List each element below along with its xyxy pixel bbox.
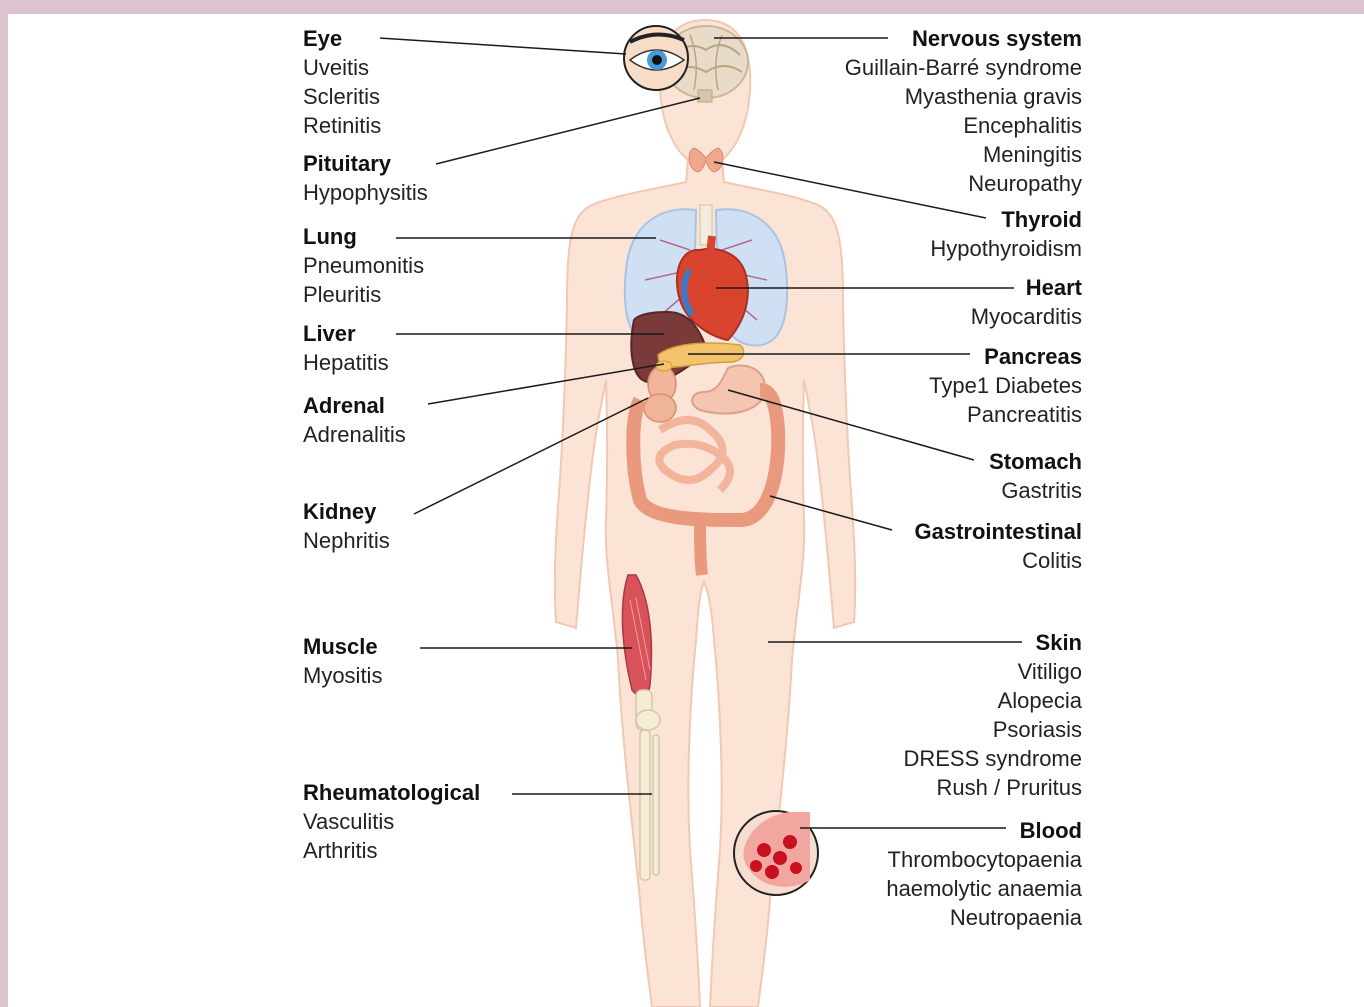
skin-title: Skin (903, 628, 1082, 657)
blood-cells-icon (734, 811, 818, 895)
label-group-nervous-system: Nervous system Guillain-Barré syndrome M… (845, 24, 1082, 198)
stomach-title: Stomach (989, 447, 1082, 476)
nervous-system-item: Myasthenia gravis (845, 82, 1082, 111)
muscle-item: Myositis (303, 661, 382, 690)
blood-title: Blood (886, 816, 1082, 845)
lung-title: Lung (303, 222, 424, 251)
liver-item: Hepatitis (303, 348, 389, 377)
nervous-system-item: Meningitis (845, 140, 1082, 169)
pituitary-title: Pituitary (303, 149, 428, 178)
skin-item: Vitiligo (903, 657, 1082, 686)
nervous-system-title: Nervous system (845, 24, 1082, 53)
kidney-item: Nephritis (303, 526, 390, 555)
label-group-rheumatological: Rheumatological Vasculitis Arthritis (303, 778, 480, 865)
eye-icon (624, 26, 688, 90)
liver-title: Liver (303, 319, 389, 348)
thyroid-title: Thyroid (930, 205, 1082, 234)
nervous-system-item: Guillain-Barré syndrome (845, 53, 1082, 82)
pituitary-leader-line (436, 98, 700, 164)
lung-item: Pneumonitis (303, 251, 424, 280)
pancreas-item: Pancreatitis (929, 400, 1082, 429)
label-group-adrenal: Adrenal Adrenalitis (303, 391, 406, 449)
pituitary-item: Hypophysitis (303, 178, 428, 207)
blood-item: haemolytic anaemia (886, 874, 1082, 903)
label-group-skin: Skin Vitiligo Alopecia Psoriasis DRESS s… (903, 628, 1082, 802)
rheumatological-title: Rheumatological (303, 778, 480, 807)
lung-item: Pleuritis (303, 280, 424, 309)
label-group-kidney: Kidney Nephritis (303, 497, 390, 555)
bone-icon (636, 690, 660, 880)
heart-item: Myocarditis (971, 302, 1082, 331)
skin-item: Psoriasis (903, 715, 1082, 744)
eye-title: Eye (303, 24, 381, 53)
skin-item: DRESS syndrome (903, 744, 1082, 773)
pancreas-item: Type1 Diabetes (929, 371, 1082, 400)
kidney-title: Kidney (303, 497, 390, 526)
kidney-icon (644, 394, 676, 422)
rheumatological-item: Arthritis (303, 836, 480, 865)
heart-title: Heart (971, 273, 1082, 302)
label-group-muscle: Muscle Myositis (303, 632, 382, 690)
label-group-heart: Heart Myocarditis (971, 273, 1082, 331)
label-group-stomach: Stomach Gastritis (989, 447, 1082, 505)
gastrointestinal-title: Gastrointestinal (915, 517, 1082, 546)
label-group-pituitary: Pituitary Hypophysitis (303, 149, 428, 207)
eye-item: Uveitis (303, 53, 381, 82)
nervous-system-item: Encephalitis (845, 111, 1082, 140)
label-group-gastrointestinal: Gastrointestinal Colitis (915, 517, 1082, 575)
blood-item: Neutropaenia (886, 903, 1082, 932)
label-group-liver: Liver Hepatitis (303, 319, 389, 377)
label-group-blood: Blood Thrombocytopaenia haemolytic anaem… (886, 816, 1082, 932)
skin-item: Rush / Pruritus (903, 773, 1082, 802)
gastrointestinal-item: Colitis (915, 546, 1082, 575)
label-group-lung: Lung Pneumonitis Pleuritis (303, 222, 424, 309)
nervous-system-item: Neuropathy (845, 169, 1082, 198)
label-group-eye: Eye Uveitis Scleritis Retinitis (303, 24, 381, 140)
muscle-title: Muscle (303, 632, 382, 661)
eye-item: Retinitis (303, 111, 381, 140)
stomach-item: Gastritis (989, 476, 1082, 505)
rheumatological-item: Vasculitis (303, 807, 480, 836)
adrenal-item: Adrenalitis (303, 420, 406, 449)
label-group-pancreas: Pancreas Type1 Diabetes Pancreatitis (929, 342, 1082, 429)
eye-leader-line (380, 38, 626, 54)
eye-item: Scleritis (303, 82, 381, 111)
adrenal-title: Adrenal (303, 391, 406, 420)
blood-item: Thrombocytopaenia (886, 845, 1082, 874)
label-group-thyroid: Thyroid Hypothyroidism (930, 205, 1082, 263)
thyroid-item: Hypothyroidism (930, 234, 1082, 263)
pancreas-title: Pancreas (929, 342, 1082, 371)
skin-item: Alopecia (903, 686, 1082, 715)
